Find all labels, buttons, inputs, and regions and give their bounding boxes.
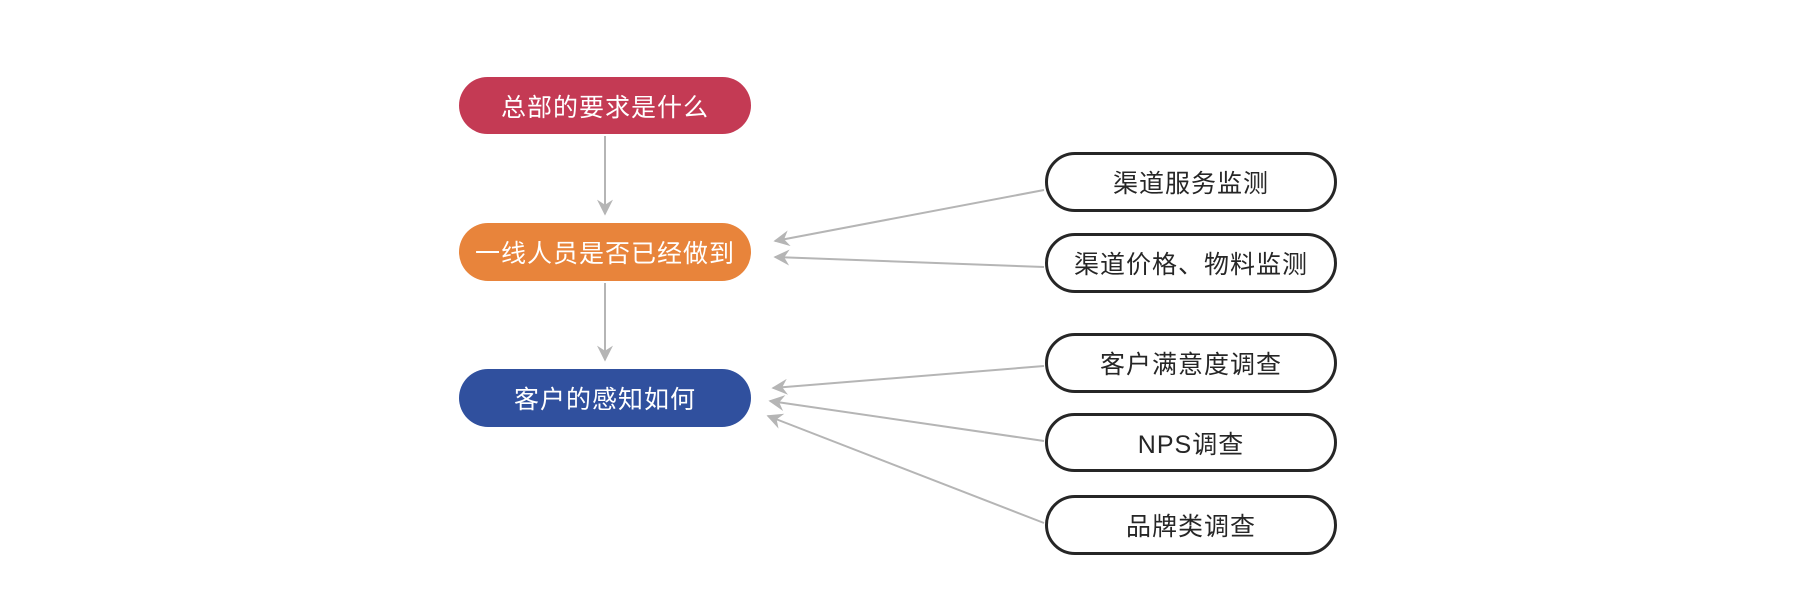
node-nps-survey: NPS调查 <box>1045 413 1337 472</box>
node-customer-satisfaction-survey-label: 客户满意度调查 <box>1099 351 1282 379</box>
arrow-service-to-frontline <box>773 189 1045 247</box>
arrow-satisfaction-to-perception <box>771 365 1045 395</box>
node-channel-service-monitoring-label: 渠道服务监测 <box>1112 170 1269 198</box>
node-customer-perception: 客户的感知如何 <box>459 369 751 427</box>
arrow-price-to-frontline <box>773 249 1045 268</box>
node-customer-satisfaction-survey: 客户满意度调查 <box>1045 333 1337 393</box>
node-channel-price-material-monitoring: 渠道价格、物料监测 <box>1045 233 1337 293</box>
node-frontline-done: 一线人员是否已经做到 <box>459 223 751 281</box>
node-customer-perception-label: 客户的感知如何 <box>513 386 696 414</box>
node-frontline-done-label: 一线人员是否已经做到 <box>474 240 735 268</box>
node-brand-survey: 品牌类调查 <box>1045 495 1337 555</box>
arrow-brand-to-perception <box>766 413 1045 524</box>
node-hq-requirements-label: 总部的要求是什么 <box>500 93 709 122</box>
arrow-nps-to-perception <box>768 395 1045 442</box>
node-nps-survey-label: NPS调查 <box>1137 430 1245 459</box>
node-channel-service-monitoring: 渠道服务监测 <box>1045 152 1337 212</box>
node-brand-survey-label: 品牌类调查 <box>1125 513 1256 541</box>
node-channel-price-material-monitoring-label: 渠道价格、物料监测 <box>1073 251 1308 279</box>
node-hq-requirements: 总部的要求是什么 <box>459 77 751 134</box>
